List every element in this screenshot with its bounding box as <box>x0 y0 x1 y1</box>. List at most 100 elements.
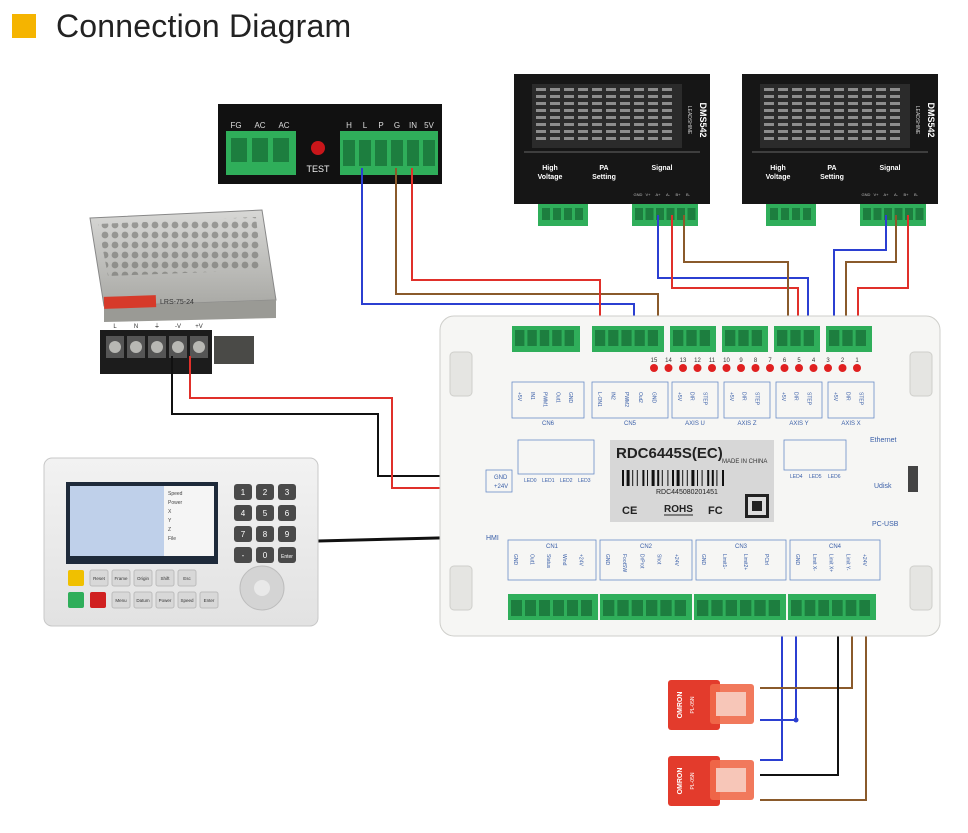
terminal-slot <box>687 208 696 220</box>
direction-pad-center[interactable] <box>254 580 270 596</box>
psu-terminal-label: +V <box>195 324 203 330</box>
model-label-plate: RDC6445S(EC) MADE IN CHINA RDC4450802014… <box>610 440 774 522</box>
barcode-bar <box>636 470 638 486</box>
spec-cell <box>778 137 788 140</box>
terminal-slot <box>829 330 840 346</box>
function-key[interactable] <box>199 591 219 609</box>
spec-cell <box>792 137 802 140</box>
keypad-key[interactable] <box>234 526 252 542</box>
terminal-slot <box>673 330 684 346</box>
terminal-slot <box>511 600 522 616</box>
spec-cell <box>606 109 616 112</box>
keypad-key[interactable] <box>278 526 296 542</box>
pin-label: +24V <box>673 554 679 566</box>
driver-brand-label: LEADSHINE <box>914 106 920 135</box>
pin-label: DIR <box>689 392 695 401</box>
terminal-slot <box>803 330 814 346</box>
keypad-key[interactable] <box>234 547 252 563</box>
keypad-key[interactable] <box>256 526 274 542</box>
connector-label-box <box>789 539 881 581</box>
keypad-key-label: 8 <box>263 530 268 539</box>
spec-cell <box>592 137 602 140</box>
page-title: Connection Diagram <box>56 7 352 44</box>
keypad-key[interactable] <box>256 505 274 521</box>
keypad-key[interactable] <box>256 547 274 563</box>
spec-cell <box>820 116 830 119</box>
spec-cell <box>792 95 802 98</box>
spec-cell <box>876 95 886 98</box>
keypad-key[interactable] <box>278 505 296 521</box>
keypad-key-label: 1 <box>241 488 246 497</box>
spec-cell <box>662 137 672 140</box>
psu-signal-label: IN <box>409 121 417 130</box>
terminal-slot <box>711 600 723 616</box>
terminal-slot <box>686 330 697 346</box>
keypad-key-label: 7 <box>241 530 246 539</box>
sensor-window <box>716 692 746 716</box>
function-key[interactable] <box>155 591 175 609</box>
start-pause-key[interactable] <box>68 592 84 608</box>
keypad-key[interactable] <box>278 547 296 563</box>
pin-number: 12 <box>694 358 701 364</box>
terminal-slot <box>645 208 654 220</box>
keypad-key[interactable] <box>234 505 252 521</box>
function-key[interactable] <box>111 569 131 587</box>
spec-cell <box>550 95 560 98</box>
screen-row-label: Power <box>168 500 183 506</box>
spec-cell <box>876 123 886 126</box>
indicator-lamp <box>751 364 760 372</box>
spec-cell <box>606 102 616 105</box>
keypad-key[interactable] <box>278 484 296 500</box>
spec-cell <box>634 137 644 140</box>
stop-key[interactable] <box>90 592 106 608</box>
spec-cell <box>536 130 546 133</box>
spec-cell <box>820 130 830 133</box>
spec-cell <box>648 130 658 133</box>
keypad-key[interactable] <box>256 484 274 500</box>
barcode-bar <box>622 470 624 486</box>
controller-model: RDC6445S(EC) <box>616 445 723 462</box>
pin-label: PWM2 <box>623 392 629 407</box>
screen-row-label: File <box>168 536 176 542</box>
function-key[interactable] <box>111 591 131 609</box>
terminal-slot <box>781 208 789 220</box>
keypad-key[interactable] <box>234 484 252 500</box>
function-key[interactable] <box>177 569 197 587</box>
function-key[interactable] <box>89 569 109 587</box>
function-key-label: Power <box>159 598 172 603</box>
spec-cell <box>536 102 546 105</box>
terminal-slot <box>608 330 619 346</box>
pin-number: 5 <box>797 358 801 364</box>
title-bullet-square <box>12 14 36 38</box>
spec-cell <box>820 137 830 140</box>
barcode-bar <box>722 470 724 486</box>
spec-cell <box>876 109 886 112</box>
spec-cell <box>876 137 886 140</box>
function-key[interactable] <box>133 591 153 609</box>
spec-cell <box>862 88 872 91</box>
start-key[interactable] <box>68 570 84 586</box>
barcode-bar <box>667 470 669 486</box>
function-key-label: Menu <box>115 598 127 603</box>
terminal-slot <box>539 600 550 616</box>
function-key[interactable] <box>177 591 197 609</box>
pin-label: GND <box>700 554 706 566</box>
spec-cell <box>764 130 774 133</box>
test-button[interactable] <box>311 141 325 155</box>
spec-cell <box>764 95 774 98</box>
function-key[interactable] <box>133 569 153 587</box>
barcode-bar <box>661 470 663 486</box>
led-label: LED5 <box>809 474 822 480</box>
function-key[interactable] <box>155 569 175 587</box>
led-label: LED3 <box>578 478 591 484</box>
terminal-slot <box>884 208 892 220</box>
driver-pin-label: B- <box>686 192 691 197</box>
pin-label: Out1 <box>554 392 560 403</box>
